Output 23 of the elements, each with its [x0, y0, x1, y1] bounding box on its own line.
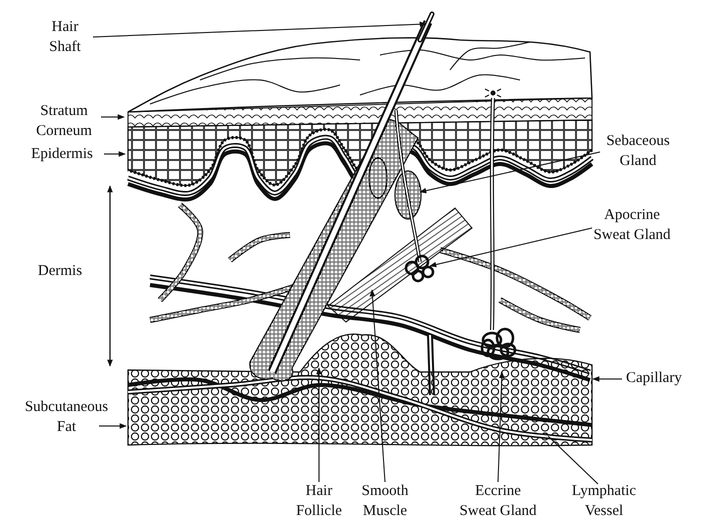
part-label: Hair Follicle [292, 482, 346, 521]
part-label: Hair Shaft [40, 18, 90, 57]
part-label: Smooth Muscle [352, 482, 418, 521]
leader-arrow [98, 423, 127, 429]
leader-arrow [498, 371, 505, 482]
leader-arrow [429, 228, 592, 268]
leader-arrow [592, 376, 622, 382]
part-label: Stratum Corneum [28, 102, 100, 141]
part-label: Epidermis [22, 145, 102, 164]
part-label: Capillary [626, 369, 706, 388]
leader-arrow [100, 114, 125, 120]
layer-label: Dermis [36, 262, 84, 281]
part-label: Sebaceous Gland [598, 132, 678, 171]
leader-arrow [104, 151, 126, 157]
leader-arrow [92, 21, 427, 38]
leader-line [548, 436, 598, 484]
part-label: Subcutaneous Fat [18, 398, 115, 437]
leader-arrow [370, 289, 386, 482]
part-label: Lymphatic Vessel [566, 482, 642, 521]
part-label: Eccrine Sweat Gland [458, 482, 538, 521]
leader-arrow [419, 152, 600, 194]
leader-arrow [316, 367, 322, 482]
part-label: Apocrine Sweat Gland [590, 206, 674, 245]
